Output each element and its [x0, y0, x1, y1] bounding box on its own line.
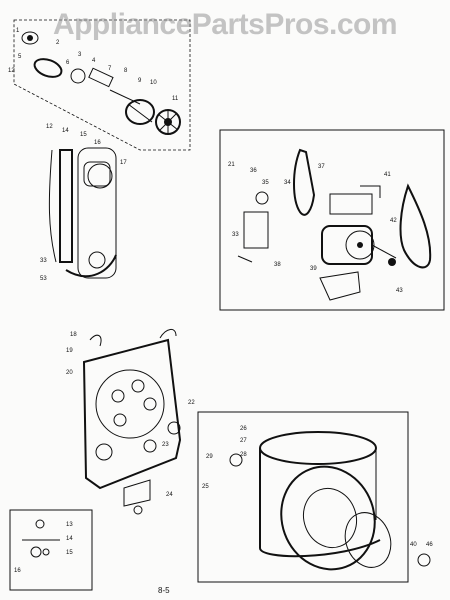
motor-assembly-frame: [219, 129, 445, 311]
drum-assembly-frame: [197, 411, 409, 583]
callout-33: 33: [40, 258, 47, 264]
callout-1: 1: [16, 28, 20, 34]
callout-46: 46: [426, 542, 433, 548]
callout-20: 20: [66, 370, 73, 376]
callout-18: 18: [70, 332, 77, 338]
drum-assembly-group: [167, 421, 431, 571]
callout-53: 53: [40, 276, 47, 282]
callout-19: 19: [66, 348, 73, 354]
inset-detail-group: [22, 519, 60, 558]
callout-26: 26: [240, 426, 247, 432]
callout-3: 3: [78, 52, 82, 58]
callout-23: 23: [162, 442, 169, 448]
callout-17: 17: [120, 160, 127, 166]
callout-15: 15: [80, 132, 87, 138]
callout-12: 12: [8, 68, 15, 74]
callout-33-motor: 33: [232, 232, 239, 238]
callout-8: 8: [124, 68, 128, 74]
callout-43: 43: [396, 288, 403, 294]
callout-34: 34: [284, 180, 291, 186]
callout-2: 2: [56, 40, 60, 46]
callout-24: 24: [166, 492, 173, 498]
callout-14-inset: 14: [66, 536, 73, 542]
callout-35: 35: [262, 180, 269, 186]
callout-21: 21: [228, 162, 235, 168]
callout-37: 37: [318, 164, 325, 170]
callout-16: 16: [94, 140, 101, 146]
callout-25: 25: [202, 484, 209, 490]
callout-40: 40: [410, 542, 417, 548]
callout-15-inset: 15: [66, 550, 73, 556]
callout-12b: 12: [46, 124, 53, 130]
callout-11: 11: [172, 96, 179, 102]
belt-idler-group: [48, 147, 117, 279]
callout-4: 4: [92, 58, 96, 64]
callout-14: 14: [62, 128, 69, 134]
inset-detail-frame: [9, 509, 93, 591]
callout-5: 5: [18, 54, 22, 60]
blower-assembly-group: [13, 19, 191, 151]
callout-22: 22: [188, 400, 195, 406]
callout-16-inset: 16: [14, 568, 21, 574]
motor-assembly-group: [237, 148, 432, 301]
blower-wheel-icon: [155, 109, 181, 135]
rear-bulkhead-group: [82, 329, 182, 515]
motor-icon: [321, 225, 375, 265]
callout-28: 28: [240, 452, 247, 458]
callout-6: 6: [66, 60, 70, 66]
callout-29: 29: [206, 454, 213, 460]
callout-9: 9: [138, 78, 142, 84]
callout-10: 10: [150, 80, 157, 86]
callout-38: 38: [274, 262, 281, 268]
callout-41: 41: [384, 172, 391, 178]
callout-42: 42: [390, 218, 397, 224]
callout-27: 27: [240, 438, 247, 444]
callout-39: 39: [310, 266, 317, 272]
callout-7: 7: [108, 66, 112, 72]
page-number: 8-5: [158, 586, 170, 595]
callout-36: 36: [250, 168, 257, 174]
callout-13: 13: [66, 522, 73, 528]
